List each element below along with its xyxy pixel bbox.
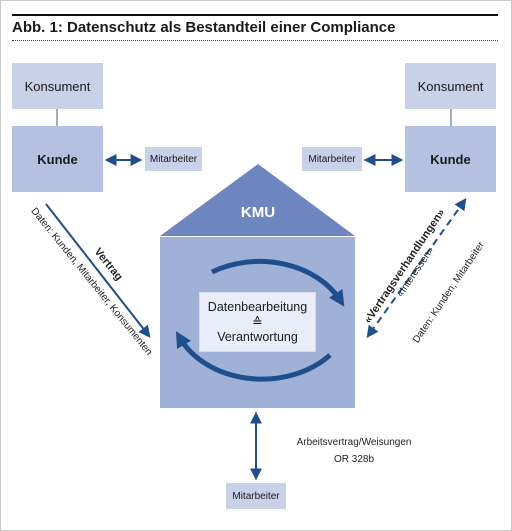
box-mitarbeiter-bottom: Mitarbeiter [226, 483, 286, 509]
box-mitarbeiter-left: Mitarbeiter [145, 147, 202, 171]
arbeitsvertrag-label: Arbeitsvertrag/Weisungen OR 328b [284, 437, 424, 465]
cycle-arrow-bottom [175, 331, 332, 382]
arbeitsvertrag-line-1: Arbeitsvertrag/Weisungen [296, 437, 412, 448]
cycle-arrow-top [210, 258, 345, 307]
box-kunde-right: Kunde [405, 126, 496, 192]
center-line-2: ≙ [252, 314, 263, 329]
center-box: Datenbearbeitung ≙ Verantwortung [199, 292, 316, 352]
box-kunde-left: Kunde [12, 126, 103, 192]
title-bar: Abb. 1: Datenschutz als Bestandteil eine… [12, 14, 498, 41]
kunde-left-label: Kunde [37, 151, 78, 167]
box-konsument-left: Konsument [12, 63, 103, 109]
center-line-1: Datenbearbeitung [207, 299, 308, 314]
mitarbeiter-bottom-label: Mitarbeiter [232, 490, 280, 502]
roof-label: KMU [240, 204, 276, 221]
mitarbeiter-left-label: Mitarbeiter [149, 153, 198, 165]
arrow-vertrag [45, 203, 151, 338]
box-mitarbeiter-right: Mitarbeiter [302, 147, 362, 171]
arrow-vertragsverhandlungen [366, 198, 467, 338]
konsument-left-label: Konsument [24, 78, 91, 94]
box-konsument-right: Konsument [405, 63, 496, 109]
mitarbeiter-right-label: Mitarbeiter [308, 153, 356, 165]
konsument-right-label: Konsument [417, 78, 484, 94]
house-roof [160, 164, 355, 236]
center-line-3: Verantwortung [217, 329, 298, 344]
figure-title: Abb. 1: Datenschutz als Bestandteil eine… [12, 19, 396, 36]
arbeitsvertrag-line-2: OR 328b [333, 454, 375, 465]
kunde-right-label: Kunde [430, 151, 471, 167]
